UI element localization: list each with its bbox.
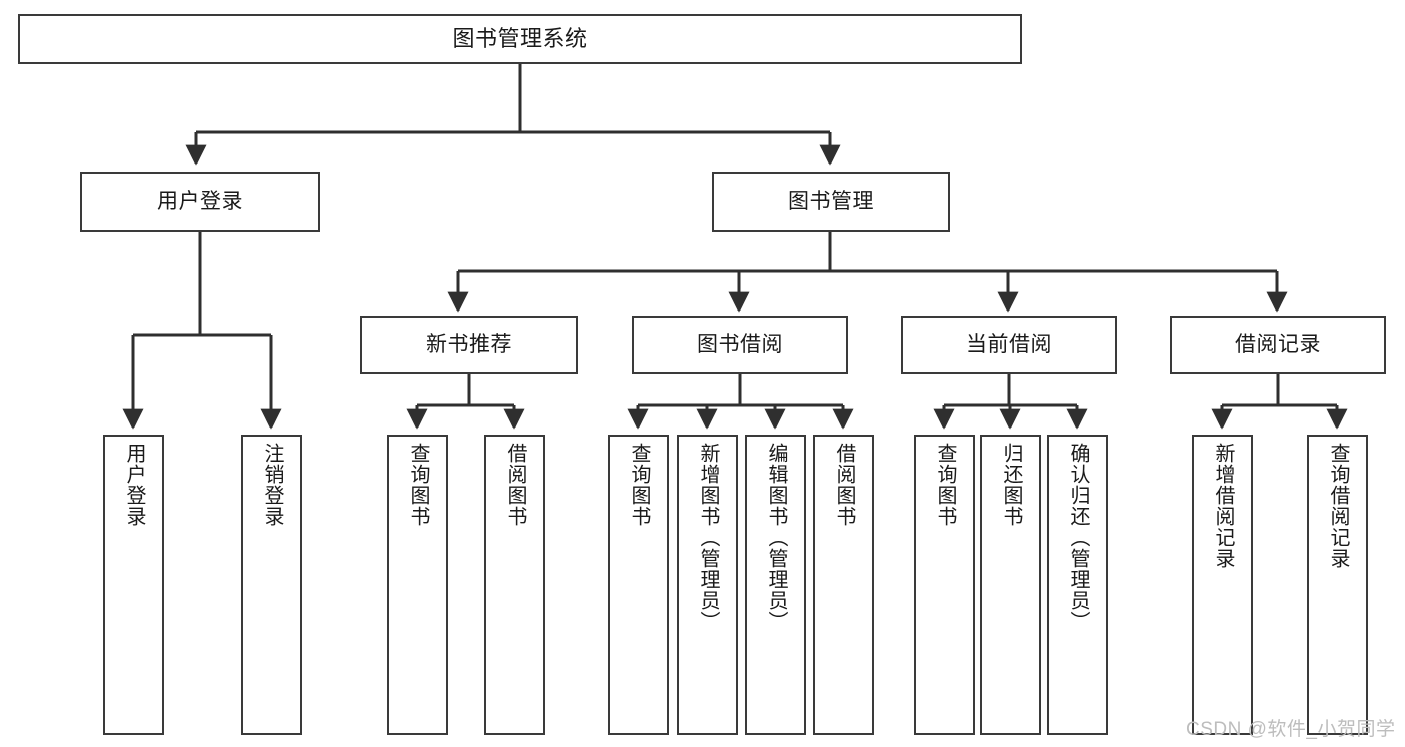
node-label: 确认归还（管理员）	[1067, 443, 1089, 632]
node-book-management[interactable]: 图书管理	[712, 172, 950, 232]
leaf-book-borrow-add-book-admin[interactable]: 新增图书（管理员）	[677, 435, 738, 735]
node-label: 图书管理	[788, 189, 874, 213]
leaf-current-borrow-return-book[interactable]: 归还图书	[980, 435, 1041, 735]
node-label: 编辑图书（管理员）	[765, 443, 787, 632]
leaf-book-borrow-borrow-book[interactable]: 借阅图书	[813, 435, 874, 735]
leaf-user-login-login[interactable]: 用户登录	[103, 435, 164, 735]
node-label: 用户登录	[157, 189, 243, 213]
leaf-current-borrow-confirm-return-admin[interactable]: 确认归还（管理员）	[1047, 435, 1108, 735]
node-label: 借阅图书	[833, 443, 855, 527]
leaf-new-book-query-book[interactable]: 查询图书	[387, 435, 448, 735]
node-label: 新增图书（管理员）	[697, 443, 719, 632]
node-book-borrow[interactable]: 图书借阅	[632, 316, 848, 374]
node-label: 归还图书	[1000, 443, 1022, 527]
node-label: 查询借阅记录	[1327, 443, 1349, 569]
leaf-book-borrow-query-book[interactable]: 查询图书	[608, 435, 669, 735]
leaf-borrow-record-query-record[interactable]: 查询借阅记录	[1307, 435, 1368, 735]
node-label: 图书借阅	[697, 332, 783, 356]
node-user-login[interactable]: 用户登录	[80, 172, 320, 232]
node-label: 新书推荐	[426, 332, 512, 356]
node-label: 图书管理系统	[452, 26, 588, 52]
node-label: 借阅记录	[1235, 332, 1321, 356]
node-label: 查询图书	[934, 443, 956, 527]
leaf-book-borrow-edit-book-admin[interactable]: 编辑图书（管理员）	[745, 435, 806, 735]
node-label: 注销登录	[261, 443, 283, 527]
node-current-borrow[interactable]: 当前借阅	[901, 316, 1117, 374]
node-label: 用户登录	[123, 443, 145, 527]
node-label: 新增借阅记录	[1212, 443, 1234, 569]
node-label: 借阅图书	[504, 443, 526, 527]
leaf-borrow-record-add-record[interactable]: 新增借阅记录	[1192, 435, 1253, 735]
node-root-library-management-system[interactable]: 图书管理系统	[18, 14, 1022, 64]
leaf-new-book-borrow-book[interactable]: 借阅图书	[484, 435, 545, 735]
leaf-current-borrow-query-book[interactable]: 查询图书	[914, 435, 975, 735]
node-label: 查询图书	[628, 443, 650, 527]
csdn-watermark: CSDN @软件_小贺同学	[1186, 719, 1396, 740]
node-new-book-recommendation[interactable]: 新书推荐	[360, 316, 578, 374]
leaf-user-login-logout[interactable]: 注销登录	[241, 435, 302, 735]
node-label: 当前借阅	[966, 332, 1052, 356]
node-borrow-record[interactable]: 借阅记录	[1170, 316, 1386, 374]
node-label: 查询图书	[407, 443, 429, 527]
